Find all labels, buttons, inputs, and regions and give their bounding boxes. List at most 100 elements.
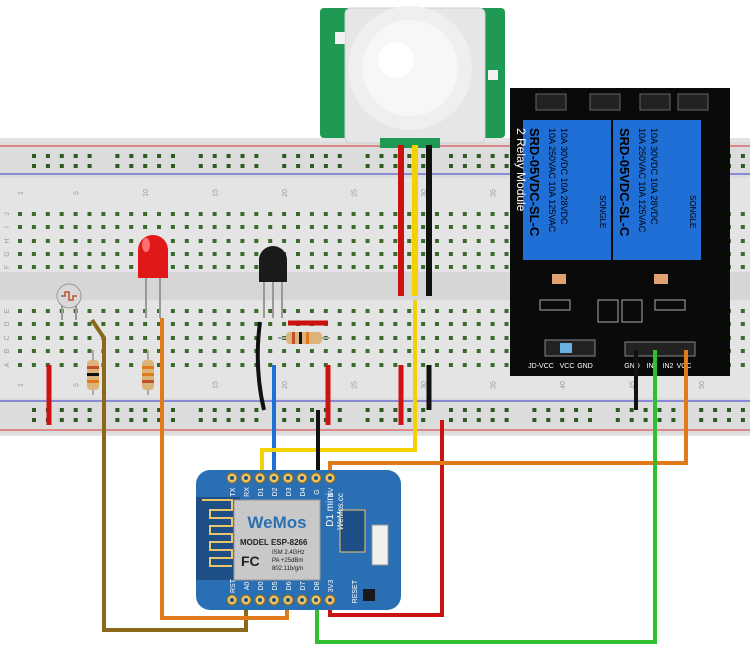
- row-letter: F: [4, 265, 11, 269]
- relay-jumper-label: GND: [577, 363, 593, 370]
- rail-hole: [323, 164, 328, 168]
- breadboard-hole: [254, 225, 259, 229]
- breadboard-hole: [337, 265, 342, 269]
- rail-hole: [671, 408, 676, 412]
- rail-hole: [226, 164, 231, 168]
- breadboard-hole: [101, 265, 106, 269]
- rail-hole: [240, 408, 245, 412]
- row-letter: I: [4, 226, 11, 228]
- rail-hole: [421, 418, 426, 422]
- breadboard-hole: [740, 363, 745, 367]
- breadboard-hole: [296, 265, 300, 269]
- rail-hole: [129, 154, 134, 158]
- breadboard-hole: [240, 336, 245, 340]
- breadboard-hole: [337, 322, 342, 326]
- breadboard-hole: [393, 363, 398, 367]
- breadboard-hole: [184, 252, 189, 256]
- breadboard-hole: [379, 212, 384, 216]
- breadboard-hole: [59, 363, 64, 367]
- breadboard-hole: [226, 322, 231, 326]
- rail-hole: [310, 418, 314, 422]
- breadboard-hole: [448, 363, 453, 367]
- row-letter: G: [4, 251, 11, 256]
- breadboard-hole: [226, 265, 231, 269]
- breadboard-hole: [59, 349, 64, 353]
- breadboard-hole: [365, 322, 370, 326]
- wemos-pin-label: D4: [300, 487, 307, 496]
- breadboard-hole: [18, 265, 22, 269]
- breadboard-hole: [198, 225, 203, 229]
- rail-hole: [740, 418, 745, 422]
- breadboard-hole: [101, 309, 106, 313]
- breadboard-hole: [18, 252, 22, 256]
- breadboard-hole: [309, 212, 314, 216]
- breadboard-hole: [323, 309, 328, 313]
- rail-hole: [393, 154, 398, 158]
- rail-hole: [449, 408, 453, 412]
- breadboard-hole: [115, 252, 120, 256]
- breadboard-hole: [268, 225, 273, 229]
- rail-hole: [129, 164, 134, 168]
- breadboard-hole: [393, 265, 398, 269]
- breadboard-hole: [45, 322, 50, 326]
- breadboard-hole: [351, 349, 356, 353]
- rail-hole: [115, 418, 120, 422]
- rail-hole: [657, 408, 662, 412]
- breadboard-hole: [226, 363, 231, 367]
- rail-hole: [59, 418, 64, 422]
- breadboard-hole: [31, 239, 36, 243]
- rail-hole: [129, 408, 134, 412]
- breadboard-hole: [212, 265, 217, 269]
- column-number: 10: [143, 189, 150, 197]
- rail-hole: [59, 164, 64, 168]
- breadboard-hole: [462, 322, 467, 326]
- breadboard-hole: [18, 239, 22, 243]
- breadboard-hole: [740, 252, 745, 256]
- breadboard-hole: [435, 239, 439, 243]
- breadboard-hole: [379, 336, 384, 340]
- breadboard-hole: [462, 363, 467, 367]
- breadboard-hole: [31, 309, 36, 313]
- breadboard-hole: [462, 336, 467, 340]
- relay-2-rating-2: 10A 30VDC 10A 28VDC: [649, 128, 659, 225]
- rail-hole: [226, 408, 231, 412]
- breadboard-hole: [740, 265, 745, 269]
- wemos-pin-label: D0: [258, 581, 265, 590]
- breadboard-hole: [101, 225, 106, 229]
- rail-hole: [365, 418, 370, 422]
- breadboard-hole: [143, 349, 148, 353]
- breadboard-hole: [240, 239, 245, 243]
- wemos-pin-label: D3: [286, 487, 293, 496]
- breadboard-hole: [282, 239, 287, 243]
- rail-hole: [73, 164, 78, 168]
- breadboard-hole: [476, 265, 481, 269]
- rail-hole: [393, 164, 398, 168]
- wemos-pin-label: A0: [244, 582, 251, 591]
- rail-hole: [407, 408, 412, 412]
- breadboard-hole: [212, 225, 217, 229]
- breadboard-hole: [296, 309, 300, 313]
- rail-hole: [337, 154, 342, 158]
- breadboard-hole: [31, 363, 36, 367]
- pir-sensor: [320, 6, 505, 148]
- rail-hole: [740, 154, 745, 158]
- breadboard-hole: [101, 212, 106, 216]
- breadboard-hole: [129, 239, 134, 243]
- breadboard-hole: [365, 252, 370, 256]
- breadboard-hole: [129, 252, 134, 256]
- breadboard-hole: [309, 349, 314, 353]
- breadboard-hole: [421, 349, 426, 353]
- breadboard-hole: [268, 336, 273, 340]
- breadboard-hole: [87, 252, 92, 256]
- breadboard-hole: [351, 252, 356, 256]
- breadboard-hole: [184, 309, 189, 313]
- column-number: 15: [213, 381, 220, 389]
- breadboard-hole: [393, 225, 398, 229]
- relay-pin-label: GND: [624, 363, 640, 370]
- breadboard-hole: [407, 349, 412, 353]
- row-letter: C: [4, 335, 11, 340]
- rail-hole: [699, 418, 704, 422]
- breadboard-hole: [407, 239, 412, 243]
- breadboard-hole: [129, 225, 134, 229]
- breadboard-hole: [198, 252, 203, 256]
